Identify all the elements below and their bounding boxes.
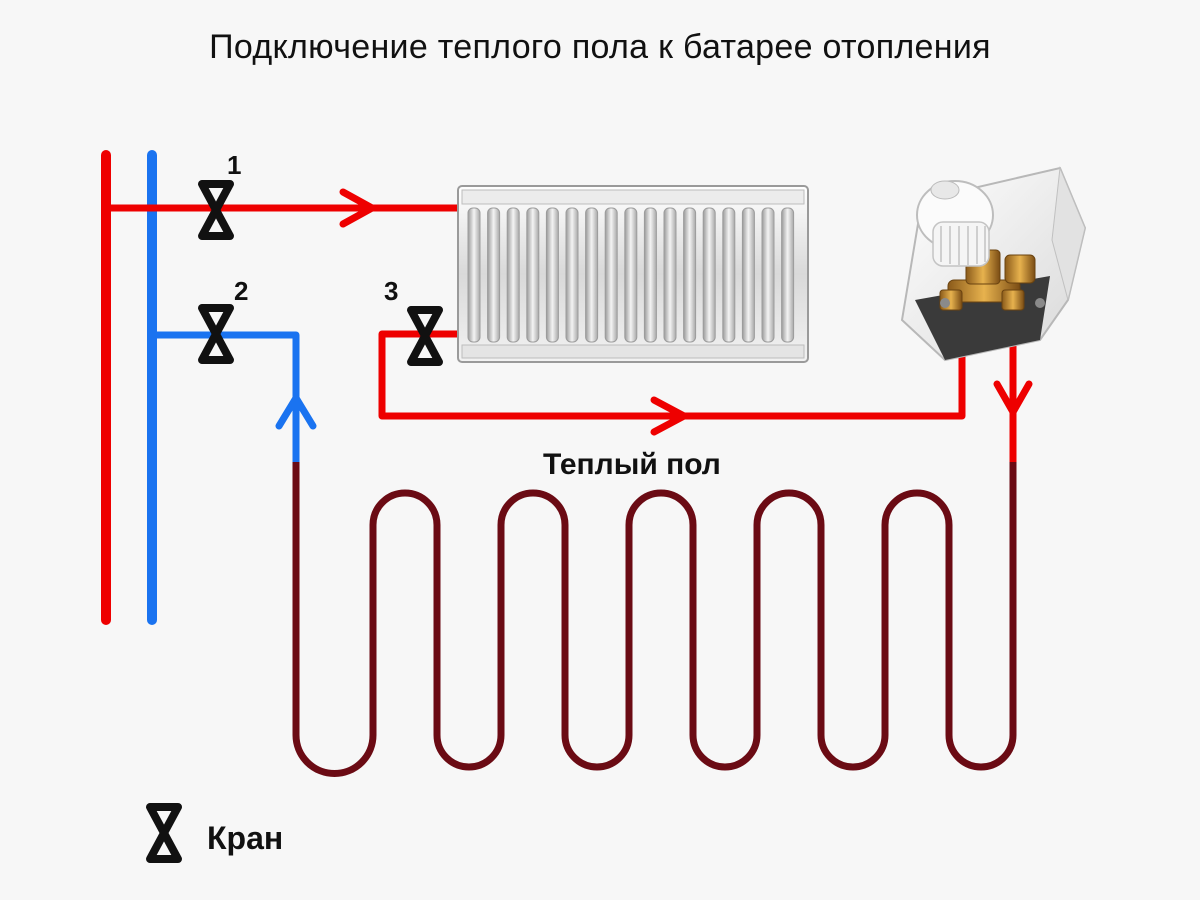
radiator-fin [604, 207, 618, 343]
radiator-fin [565, 207, 579, 343]
radiator-fin [683, 207, 697, 343]
valve-2-icon [198, 304, 234, 364]
cold-return-pipe [152, 331, 300, 462]
floor-heating-loop [292, 462, 1017, 777]
radiator-icon [457, 185, 809, 363]
radiator-fin [722, 207, 736, 343]
radiator-fin [545, 207, 559, 343]
radiator-fin [467, 207, 481, 343]
valve-2-label: 2 [234, 276, 248, 306]
diagram-title: Подключение теплого пола к батарее отопл… [209, 28, 991, 66]
valve-1-label: 1 [227, 150, 241, 180]
radiator-fin [506, 207, 520, 343]
legend-valve-icon [146, 803, 182, 863]
thermostatic-mixing-unit-icon [900, 166, 1087, 362]
valve-3-label: 3 [384, 276, 398, 306]
legend-valve-label: Кран [207, 820, 283, 856]
radiator-fin [702, 207, 716, 343]
radiator-fin [781, 207, 795, 343]
radiator-fin [624, 207, 638, 343]
radiator-fin [761, 207, 775, 343]
radiator-fin [526, 207, 540, 343]
cold-return-arrow-icon [275, 394, 317, 430]
floor-supply-arrow-icon [993, 380, 1033, 416]
floor-heating-label: Теплый пол [543, 448, 721, 481]
valve-1-icon [198, 180, 234, 240]
radiator-outlet-arrow-icon [650, 396, 688, 436]
radiator-fin [487, 207, 501, 343]
radiator-fin [663, 207, 677, 343]
valve-3-icon [407, 306, 443, 366]
radiator-fin [741, 207, 755, 343]
radiator-fin [643, 207, 657, 343]
hot-supply-arrow-icon [339, 188, 376, 228]
radiator-fin [585, 207, 599, 343]
radiator-outlet-pipe [378, 305, 966, 420]
